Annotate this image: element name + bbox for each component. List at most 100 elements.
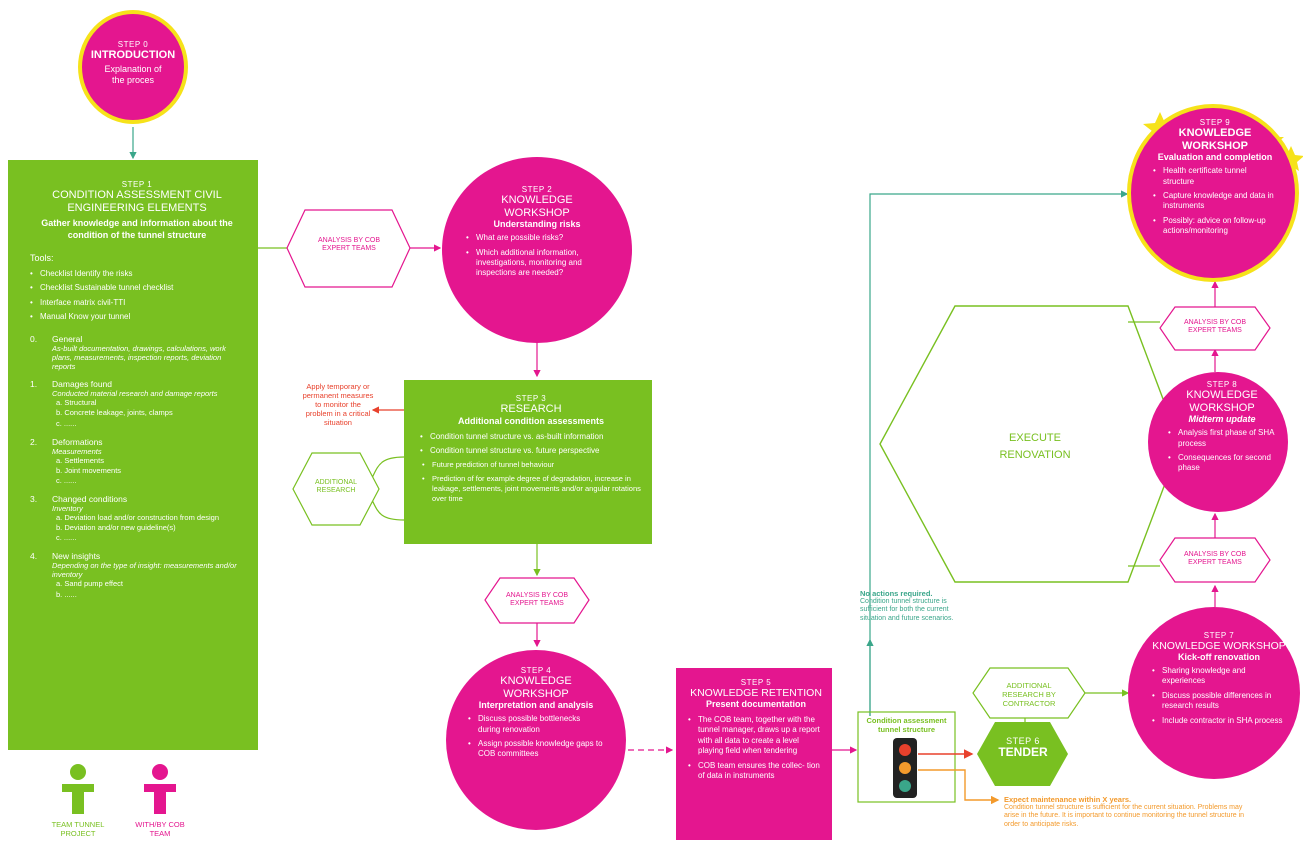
no-actions-title: No actions required. — [860, 589, 933, 598]
legend-cob-label: WITH/BY COB TEAM — [135, 820, 185, 838]
execute-label: EXECUTE RENOVATION — [999, 432, 1071, 461]
tool-item: Interface matrix civil-TTI — [30, 298, 244, 309]
step6-label-group: STEP 6 TENDER — [980, 736, 1066, 760]
category-item: a. Sand pump effect — [56, 579, 123, 589]
step5-label: STEP 5 — [740, 678, 772, 687]
tools-list: Checklist Identify the risksChecklist Su… — [30, 269, 244, 323]
step6-title: TENDER — [998, 745, 1048, 759]
category-desc: Measurements — [52, 446, 102, 456]
category-desc: Inventory — [52, 504, 83, 514]
traffic-light-red — [899, 744, 911, 756]
step7-label: STEP 7 — [1203, 631, 1235, 640]
analysis-1-label: ANALYSIS BY COB EXPERT TEAMS — [318, 237, 380, 253]
analysis-3-label: ANALYSIS BY COB EXPERT TEAMS — [1184, 319, 1246, 335]
step0-label: STEP 0 — [117, 40, 149, 49]
step4-bullet-item: Assign possible knowledge gaps to COB co… — [468, 739, 604, 760]
step5-bullet-item: COB team ensures the collec- tion of dat… — [688, 761, 824, 782]
no-actions-desc: Condition tunnel structure is sufficient… — [860, 598, 954, 622]
category-item: a. Settlements — [56, 455, 104, 465]
step8-label: STEP 8 — [1206, 380, 1238, 389]
step3-subbullet: Prediction of for example degree of degr… — [422, 474, 642, 503]
step5-title: KNOWLEDGE RETENTION — [690, 687, 822, 699]
person-magenta-icon — [144, 764, 176, 814]
category-desc: Depending on the type of insight: measur… — [52, 561, 237, 580]
additional-research-label: ADDITIONAL RESEARCH — [314, 479, 357, 495]
step4-bullets: Discuss possible bottlenecks during reno… — [468, 714, 604, 760]
category-item: a. Deviation load and/or construction fr… — [56, 513, 220, 523]
arrow-orange-maintenance — [918, 769, 1000, 805]
step2-bullets: What are possible risks? Which additional… — [466, 233, 608, 279]
step8-bullets: Analysis first phase of SHA processConse… — [1168, 428, 1276, 474]
step4-circle: STEP 4 KNOWLEDGE WORKSHOP Interpretation… — [446, 650, 626, 830]
category-item: c. ...... — [56, 533, 77, 543]
traffic-light — [893, 738, 917, 798]
step3-bullet-item: Condition tunnel structure vs. future pe… — [420, 446, 642, 457]
category-number: 2. — [30, 436, 38, 447]
contractor-hexagon — [972, 667, 1086, 719]
analysis-4-label: ANALYSIS BY COB EXPERT TEAMS — [1184, 551, 1246, 567]
step5-subtitle: Present documentation — [705, 699, 806, 710]
category-title: New insights — [52, 551, 101, 562]
category-number: 4. — [30, 551, 38, 562]
analysis-hex-2 — [484, 577, 590, 624]
execute-hexagon — [879, 305, 1181, 583]
category-title: Damages found — [52, 379, 113, 390]
step0-circle: STEP 0 INTRODUCTION Explanation of the p… — [78, 10, 188, 124]
step8-circle: STEP 8 KNOWLEDGE WORKSHOP Midterm update… — [1148, 372, 1288, 512]
step8-bullet-item: Analysis first phase of SHA process — [1168, 428, 1276, 449]
maintenance-text: Expect maintenance within X years. Condi… — [1004, 795, 1249, 829]
tool-item: Checklist Sustainable tunnel checklist — [30, 283, 244, 294]
legend-team-label: TEAM TUNNEL PROJECT — [51, 820, 105, 838]
step7-subtitle: Kick-off renovation — [1177, 652, 1260, 663]
step2-label: STEP 2 — [521, 185, 553, 194]
step4-label: STEP 4 — [520, 666, 552, 675]
step1-label: STEP 1 — [121, 180, 153, 189]
category-title: General — [52, 334, 83, 345]
step4-title: KNOWLEDGE WORKSHOP — [500, 675, 572, 700]
analysis-hex-4 — [1159, 537, 1271, 583]
traffic-light-green — [899, 780, 911, 792]
step9-bullet-item: Possibly: advice on follow-up actions/mo… — [1153, 216, 1277, 237]
temporary-measures-text: Apply temporary or permanent measures to… — [302, 382, 374, 427]
step3-bullets: Condition tunnel structure vs. as-built … — [420, 432, 642, 504]
step9-bullet-item: Health certificate tunnel structure — [1153, 166, 1277, 187]
step9-circle: STEP 9 KNOWLEDGE WORKSHOP Evaluation and… — [1127, 104, 1299, 282]
step9-bullet-item: Capture knowledge and data in instrument… — [1153, 191, 1277, 212]
category-item: b. ...... — [56, 589, 77, 599]
additional-research-hex — [292, 452, 380, 526]
tools-label: Tools: — [30, 252, 54, 263]
step3-subtitle: Additional condition assessments — [457, 415, 605, 426]
step0-title: INTRODUCTION — [90, 49, 176, 61]
step8-title: KNOWLEDGE WORKSHOP — [1186, 389, 1258, 414]
category-title: Changed conditions — [52, 494, 128, 505]
step2-bullet-item: Which additional information, investigat… — [466, 248, 608, 279]
step5-box: STEP 5 KNOWLEDGE RETENTION Present docum… — [676, 668, 832, 840]
analysis-2-label: ANALYSIS BY COB EXPERT TEAMS — [506, 592, 568, 608]
analysis-hex-3 — [1159, 306, 1271, 351]
step1-box: STEP 1 CONDITION ASSESSMENT CIVIL ENGINE… — [8, 160, 258, 750]
category-item: b. Concrete leakage, joints, clamps — [56, 408, 173, 418]
step9-bullets: Health certificate tunnel structureCaptu… — [1153, 166, 1277, 236]
step5-bullet-item: The COB team, together with the tunnel m… — [688, 715, 824, 757]
category-title: Deformations — [52, 436, 103, 447]
step2-title: KNOWLEDGE WORKSHOP — [501, 194, 573, 219]
step9-subtitle: Evaluation and completion — [1157, 152, 1273, 163]
step7-bullet-item: Sharing knowledge and experiences — [1152, 666, 1286, 687]
step4-subtitle: Interpretation and analysis — [478, 700, 594, 711]
category-number: 3. — [30, 494, 38, 505]
step6-label: STEP 6 — [1006, 736, 1040, 746]
person-green-icon — [62, 764, 94, 814]
legend-cob: WITH/BY COB TEAM — [130, 762, 190, 838]
step2-bullet-item: What are possible risks? — [466, 233, 608, 244]
step7-circle: STEP 7 KNOWLEDGE WORKSHOP Kick-off renov… — [1128, 607, 1300, 779]
step3-label: STEP 3 — [515, 394, 547, 403]
